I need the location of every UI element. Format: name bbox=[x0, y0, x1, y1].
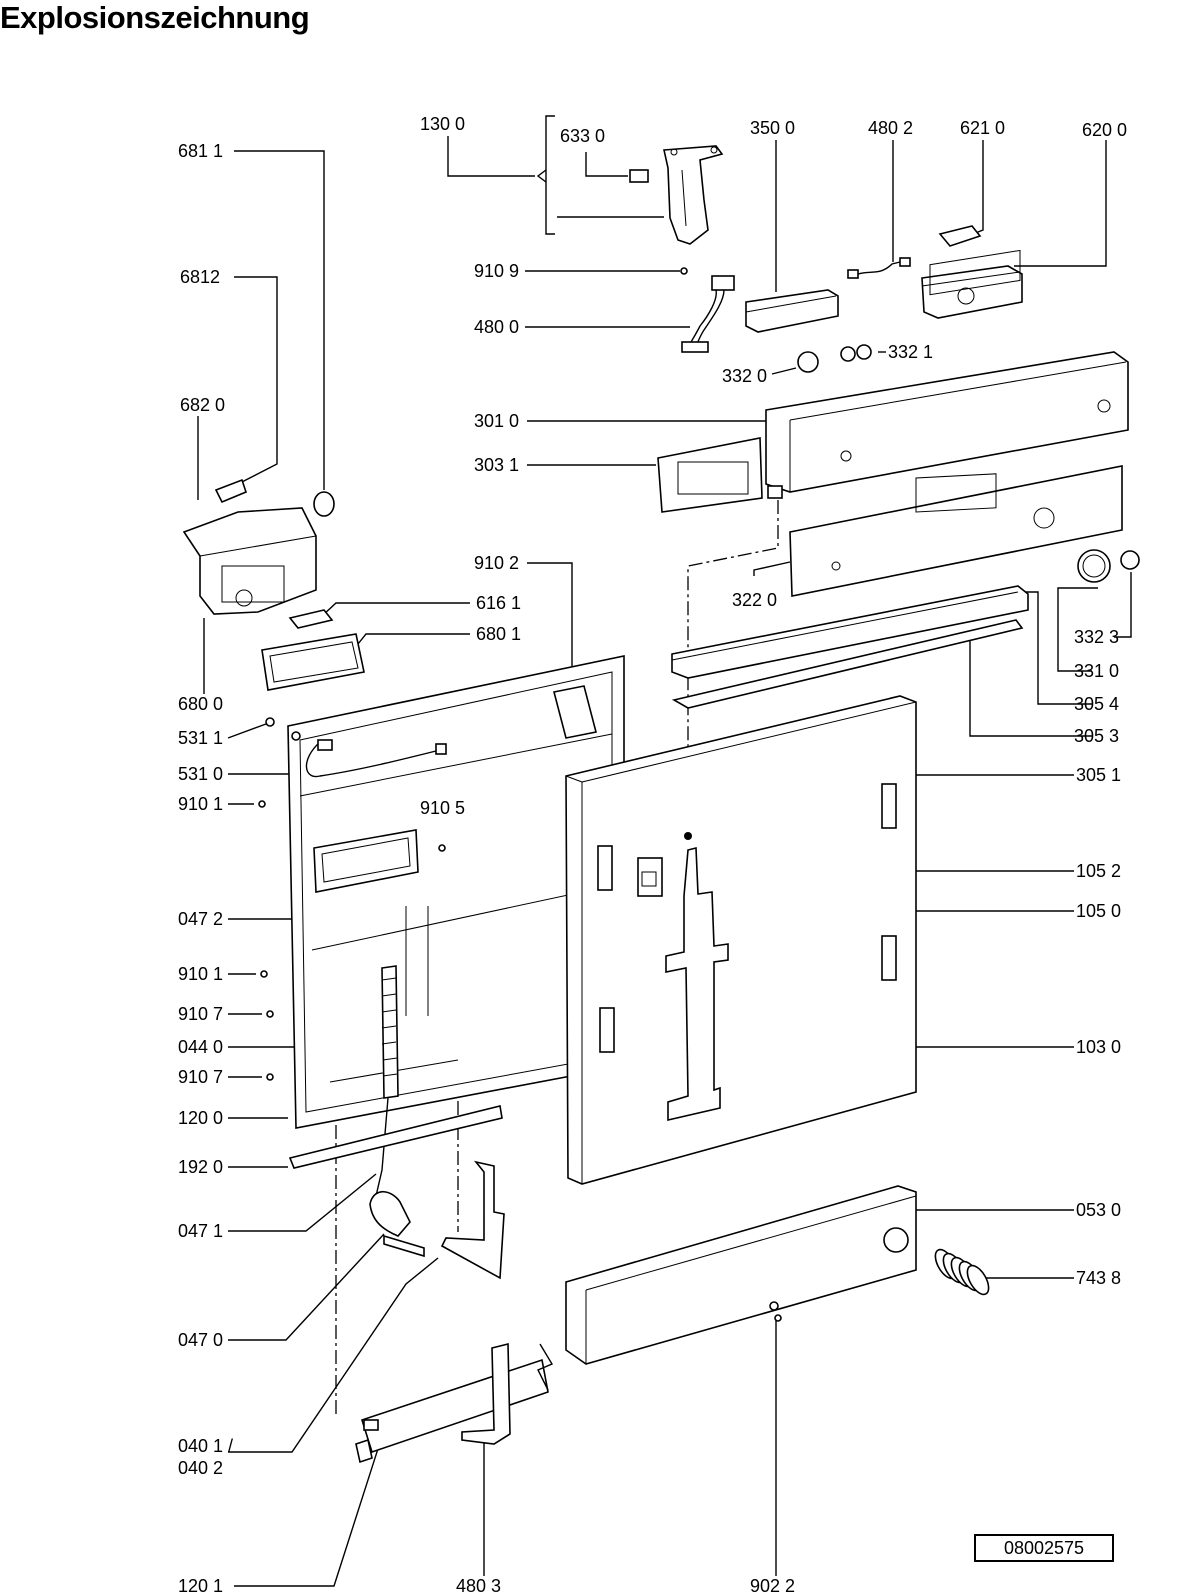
label-040-2: 040 2 bbox=[178, 1458, 224, 1478]
page-title: Explosionszeichnung bbox=[0, 0, 310, 35]
label-616-1: 616 1 bbox=[476, 593, 522, 613]
label-621-0: 621 0 bbox=[960, 118, 1006, 138]
label-305-4: 305 4 bbox=[1074, 694, 1120, 714]
label-120-0: 120 0 bbox=[178, 1108, 224, 1128]
label-301-0: 301 0 bbox=[474, 411, 520, 431]
label-332-3: 332 3 bbox=[1074, 627, 1120, 647]
label-910-2: 910 2 bbox=[474, 553, 520, 573]
label-910-7-lower: 910 7 bbox=[178, 1067, 224, 1087]
inner-door bbox=[258, 655, 625, 1129]
label-305-3: 305 3 bbox=[1074, 726, 1120, 746]
label-480-0: 480 0 bbox=[474, 317, 520, 337]
label-620-0: 620 0 bbox=[1082, 120, 1128, 140]
panel-rails bbox=[671, 585, 1029, 709]
plinth-assembly bbox=[355, 1185, 990, 1464]
label-910-1-lower: 910 1 bbox=[178, 964, 224, 984]
dispenser-assembly bbox=[182, 478, 365, 691]
label-047-2: 047 2 bbox=[178, 909, 224, 929]
label-105-2: 105 2 bbox=[1076, 861, 1122, 881]
label-303-1: 303 1 bbox=[474, 455, 520, 475]
control-components bbox=[629, 145, 1023, 373]
label-120-1: 120 1 bbox=[178, 1576, 224, 1596]
hinge-spring bbox=[288, 965, 505, 1280]
label-047-0: 047 0 bbox=[178, 1330, 224, 1350]
outer-door bbox=[565, 695, 917, 1185]
label-130-0: 130 0 bbox=[420, 114, 466, 134]
label-044-0: 044 0 bbox=[178, 1037, 224, 1057]
label-6812: 6812 bbox=[180, 267, 221, 287]
label-902-2: 902 2 bbox=[750, 1576, 796, 1596]
label-910-5: 910 5 bbox=[420, 798, 466, 818]
label-743-8: 743 8 bbox=[1076, 1268, 1122, 1288]
label-680-1: 680 1 bbox=[476, 624, 522, 644]
label-910-7-upper: 910 7 bbox=[178, 1004, 224, 1024]
label-305-1: 305 1 bbox=[1076, 765, 1122, 785]
label-633-0: 633 0 bbox=[560, 126, 606, 146]
control-panel bbox=[657, 249, 1140, 597]
label-332-1: 332 1 bbox=[888, 342, 934, 362]
label-350-0: 350 0 bbox=[750, 118, 796, 138]
label-040-1: 040 1 / bbox=[178, 1436, 234, 1456]
label-047-1: 047 1 bbox=[178, 1221, 224, 1241]
label-480-3: 480 3 bbox=[456, 1576, 502, 1596]
label-531-1: 531 1 bbox=[178, 728, 224, 748]
label-103-0: 103 0 bbox=[1076, 1037, 1122, 1057]
document-number-box: 08002575 bbox=[974, 1534, 1114, 1562]
label-681-1: 681 1 bbox=[178, 141, 224, 161]
label-053-0: 053 0 bbox=[1076, 1200, 1122, 1220]
label-531-0: 531 0 bbox=[178, 764, 224, 784]
label-332-0: 332 0 bbox=[722, 366, 768, 386]
label-331-0: 331 0 bbox=[1074, 661, 1120, 681]
label-680-0: 680 0 bbox=[178, 694, 224, 714]
label-105-0: 105 0 bbox=[1076, 901, 1122, 921]
label-682-0: 682 0 bbox=[180, 395, 226, 415]
label-322-0: 322 0 bbox=[732, 590, 778, 610]
label-480-2: 480 2 bbox=[868, 118, 914, 138]
label-910-1-upper: 910 1 bbox=[178, 794, 224, 814]
label-910-9: 910 9 bbox=[474, 261, 520, 281]
label-192-0: 192 0 bbox=[178, 1157, 224, 1177]
